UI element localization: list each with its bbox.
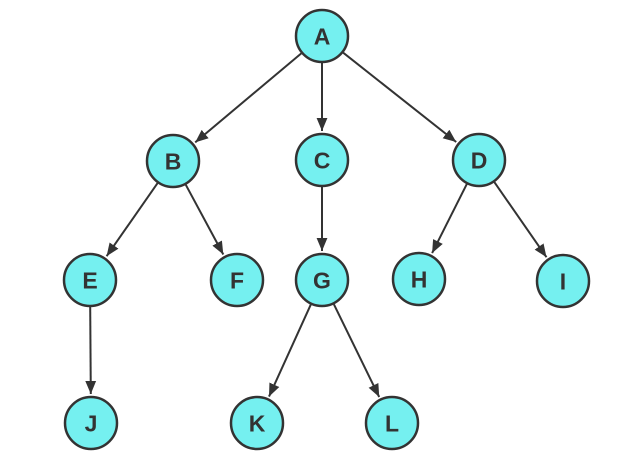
edge-E-J	[85, 306, 97, 395]
node-label-G: G	[313, 267, 331, 293]
node-F[interactable]: F	[209, 252, 265, 308]
node-K[interactable]: K	[229, 395, 285, 451]
node-circle-B[interactable]	[145, 133, 201, 189]
node-H[interactable]: H	[391, 251, 447, 307]
node-D[interactable]: D	[451, 132, 507, 188]
edge-B-E	[105, 182, 159, 257]
node-label-F: F	[230, 267, 244, 293]
node-label-C: C	[314, 147, 331, 173]
node-E[interactable]: E	[62, 252, 118, 308]
node-B[interactable]: B	[145, 133, 201, 189]
node-circle-E[interactable]	[62, 252, 118, 308]
node-label-L: L	[385, 410, 399, 436]
node-circle-L[interactable]	[364, 395, 420, 451]
node-label-K: K	[249, 410, 266, 436]
node-circle-G[interactable]	[294, 252, 350, 308]
node-label-B: B	[165, 148, 182, 174]
node-I[interactable]: I	[535, 253, 591, 309]
node-label-D: D	[471, 147, 488, 173]
node-J[interactable]: J	[63, 395, 119, 451]
edge-A-B	[194, 52, 302, 144]
node-A[interactable]: A	[294, 8, 350, 64]
node-label-H: H	[411, 266, 428, 292]
node-circle-F[interactable]	[209, 252, 265, 308]
node-circle-K[interactable]	[229, 395, 285, 451]
edges-layer	[85, 51, 548, 398]
node-L[interactable]: L	[364, 395, 420, 451]
node-circle-D[interactable]	[451, 132, 507, 188]
node-circle-C[interactable]	[294, 132, 350, 188]
edge-G-K	[268, 304, 312, 398]
node-label-A: A	[314, 23, 331, 49]
nodes-layer: A B C D E F G H I J K L	[62, 8, 591, 451]
node-label-J: J	[85, 410, 98, 436]
node-label-E: E	[82, 267, 97, 293]
node-C[interactable]: C	[294, 132, 350, 188]
edge-D-H	[431, 183, 468, 254]
node-circle-I[interactable]	[535, 253, 591, 309]
node-label-I: I	[560, 268, 566, 294]
node-circle-A[interactable]	[294, 8, 350, 64]
node-circle-H[interactable]	[391, 251, 447, 307]
node-circle-J[interactable]	[63, 395, 119, 451]
edge-B-F	[184, 184, 225, 255]
edge-A-D	[342, 51, 457, 143]
edge-D-I	[493, 181, 548, 258]
edge-G-L	[333, 303, 381, 398]
node-G[interactable]: G	[294, 252, 350, 308]
